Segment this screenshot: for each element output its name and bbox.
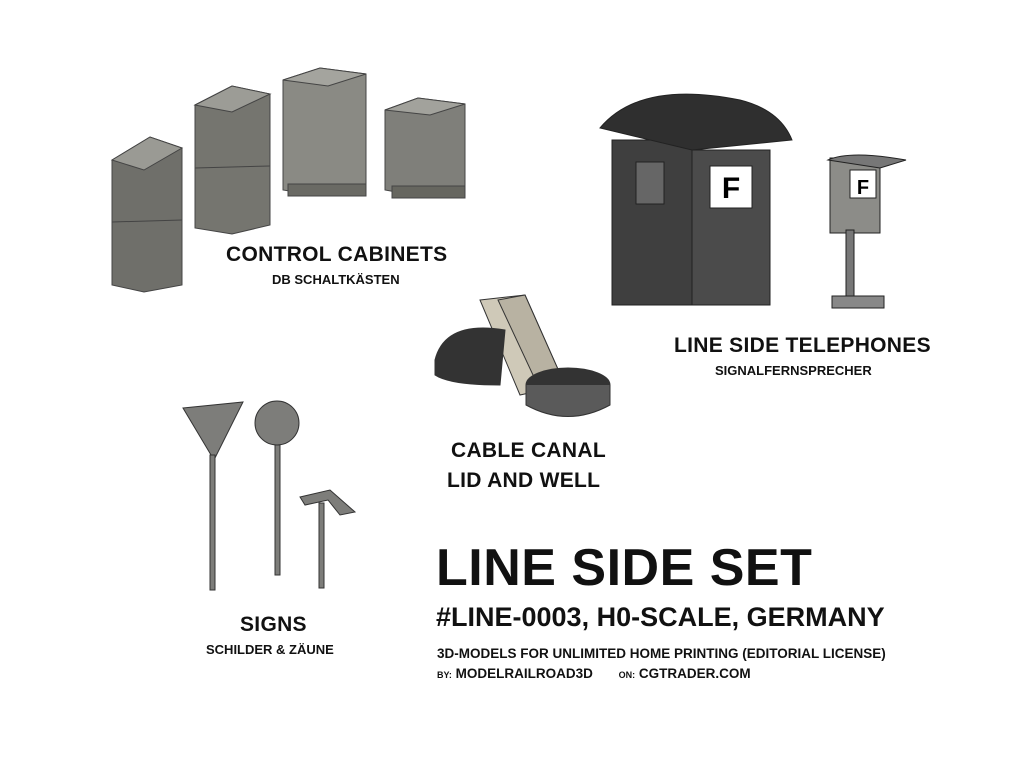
- cable-canal-image: [434, 294, 611, 417]
- signs-title: SIGNS: [240, 613, 307, 636]
- product-code-line: #LINE-0003, H0-SCALE, GERMANY: [436, 602, 885, 632]
- telephone-hut-image: [599, 93, 907, 309]
- control-cabinets-subtitle: DB SCHALTKÄSTEN: [272, 272, 400, 287]
- by-value: MODELRAILROAD3D: [455, 666, 593, 681]
- on-value: CGTRADER.COM: [638, 666, 751, 681]
- signs-subtitle: SCHILDER & ZÄUNE: [206, 642, 334, 657]
- control-cabinets-image: [110, 67, 466, 293]
- line-side-telephones-subtitle: SIGNALFERNSPRECHER: [715, 363, 872, 378]
- hut-sign-letter: F: [722, 172, 740, 205]
- control-cabinets-title: CONTROL CABINETS: [226, 243, 448, 266]
- cable-canal-title: CABLE CANAL: [451, 439, 606, 462]
- product-title: LINE SIDE SET: [436, 539, 813, 597]
- on-label: ON:: [618, 670, 636, 680]
- line-side-telephones-title: LINE SIDE TELEPHONES: [674, 334, 931, 357]
- signs-image: [182, 400, 357, 591]
- license-line: 3D-MODELS FOR UNLIMITED HOME PRINTING (E…: [437, 646, 886, 661]
- phone-sign-letter: F: [857, 177, 869, 199]
- credits-line: BY: MODELRAILROAD3D ON: CGTRADER.COM: [437, 666, 751, 681]
- cable-canal-subtitle: LID AND WELL: [447, 469, 601, 492]
- by-label: BY:: [437, 670, 452, 680]
